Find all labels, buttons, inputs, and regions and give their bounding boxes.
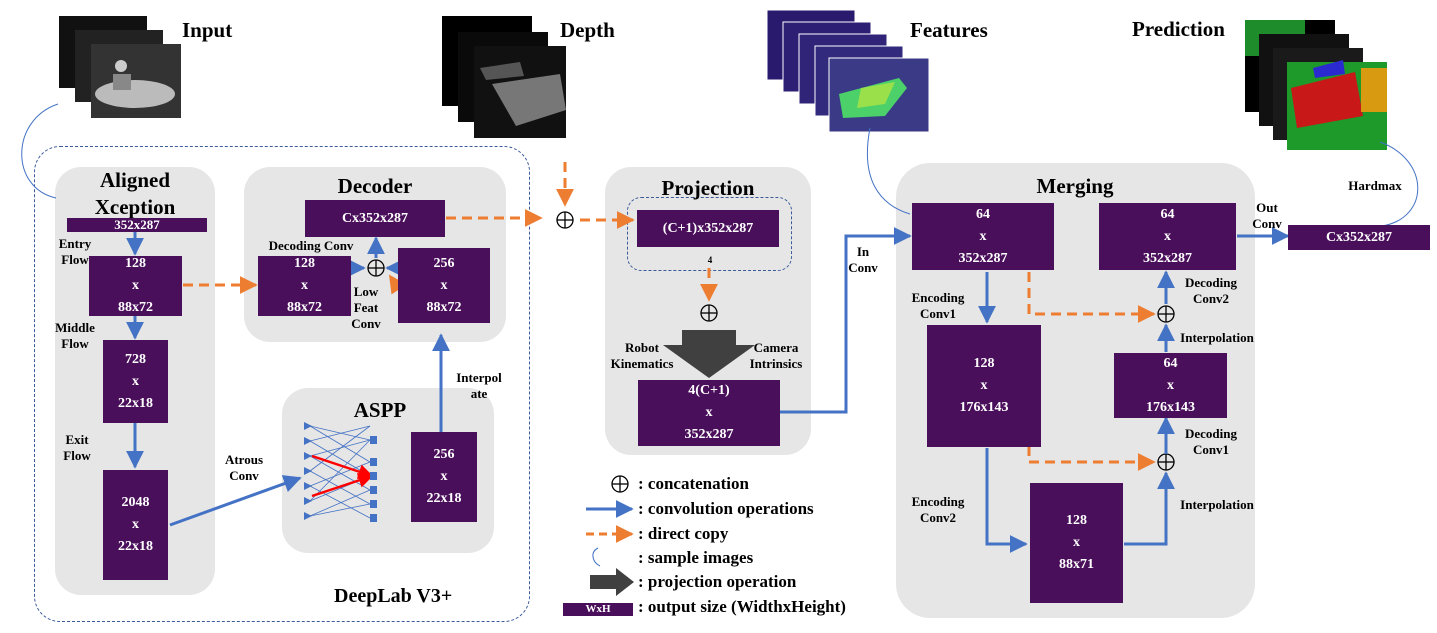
legend-projection: : projection operation bbox=[638, 572, 797, 591]
projection-title: Projection bbox=[661, 176, 755, 200]
aspp-title: ASPP bbox=[353, 398, 407, 422]
feature-maps bbox=[766, 9, 930, 133]
prediction-header: Prediction bbox=[1132, 17, 1225, 41]
decoder-title: Decoder bbox=[337, 174, 413, 198]
legend-direct-copy: : direct copy bbox=[638, 524, 729, 543]
legend-convolution: : convolution operations bbox=[638, 499, 814, 518]
deeplab-label: DeepLab V3+ bbox=[334, 585, 453, 607]
xception-size-bar: 352x287 bbox=[67, 218, 207, 232]
input-header: Input bbox=[182, 18, 233, 42]
deeplab-boundary bbox=[34, 146, 530, 622]
legend-concatenation: : concatenation bbox=[638, 474, 749, 493]
depth-header: Depth bbox=[560, 18, 615, 42]
prediction-maps bbox=[1245, 20, 1387, 150]
projection-concat-block: (C+1)x352x287 bbox=[637, 210, 779, 247]
decoder-output-block: Cx352x287 bbox=[305, 200, 445, 237]
hardmax-label: Hardmax bbox=[1348, 178, 1402, 193]
decoding-conv-label: Decoding Conv bbox=[268, 238, 354, 253]
features-header: Features bbox=[910, 18, 988, 42]
input-sample-images bbox=[59, 16, 181, 118]
depth-sample-images bbox=[442, 16, 566, 138]
legend-sample-images: : sample images bbox=[638, 548, 754, 567]
projection-small-label: 4 bbox=[707, 255, 713, 265]
merging-title: Merging bbox=[1036, 174, 1114, 198]
legend-size-icon: WxH bbox=[563, 603, 633, 616]
xception-title-line1: Aligned bbox=[99, 168, 170, 192]
final-output-bar: Cx352x287 bbox=[1288, 225, 1430, 250]
interpolation-label-lower: Interpolation bbox=[1180, 497, 1254, 512]
legend-output-size: : output size (WidthxHeight) bbox=[638, 597, 846, 616]
interpolation-label-upper: Interpolation bbox=[1180, 330, 1254, 345]
xception-title-line2: Xception bbox=[94, 195, 176, 219]
